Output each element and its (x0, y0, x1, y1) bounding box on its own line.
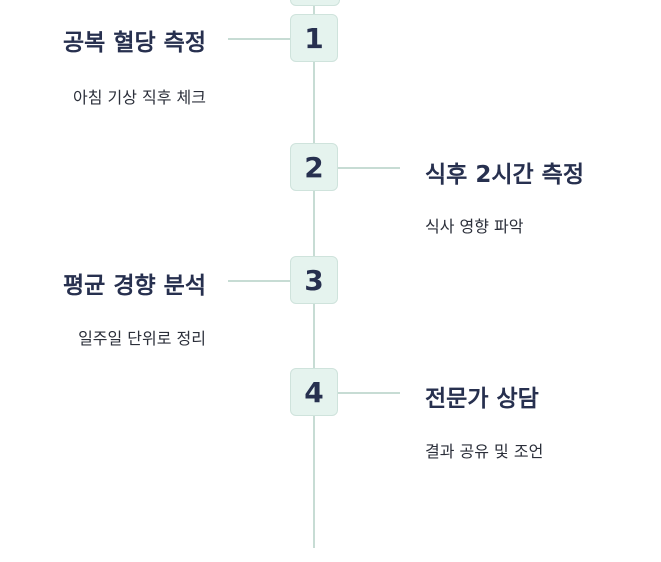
step-3-title: 평균 경향 분석 (63, 273, 206, 299)
step-3-description: 일주일 단위로 정리 (78, 329, 206, 348)
step-4-description: 결과 공유 및 조언 (425, 442, 544, 461)
step-4-title: 전문가 상담 (425, 386, 539, 412)
step-1-badge: 1 (290, 14, 338, 62)
timeline-top-cap (290, 0, 340, 6)
step-1-description: 아침 기상 직후 체크 (72, 88, 206, 107)
step-4-badge: 4 (290, 368, 338, 416)
step-3-connector (228, 280, 290, 282)
step-4-connector (338, 392, 400, 394)
step-1-connector (228, 38, 290, 40)
step-2-description: 식사 영향 파악 (425, 217, 524, 236)
step-1-title: 공복 혈당 측정 (63, 30, 206, 56)
step-2-badge: 2 (290, 143, 338, 191)
step-3-badge: 3 (290, 256, 338, 304)
step-2-title: 식후 2시간 측정 (425, 162, 584, 188)
step-2-connector (338, 167, 400, 169)
